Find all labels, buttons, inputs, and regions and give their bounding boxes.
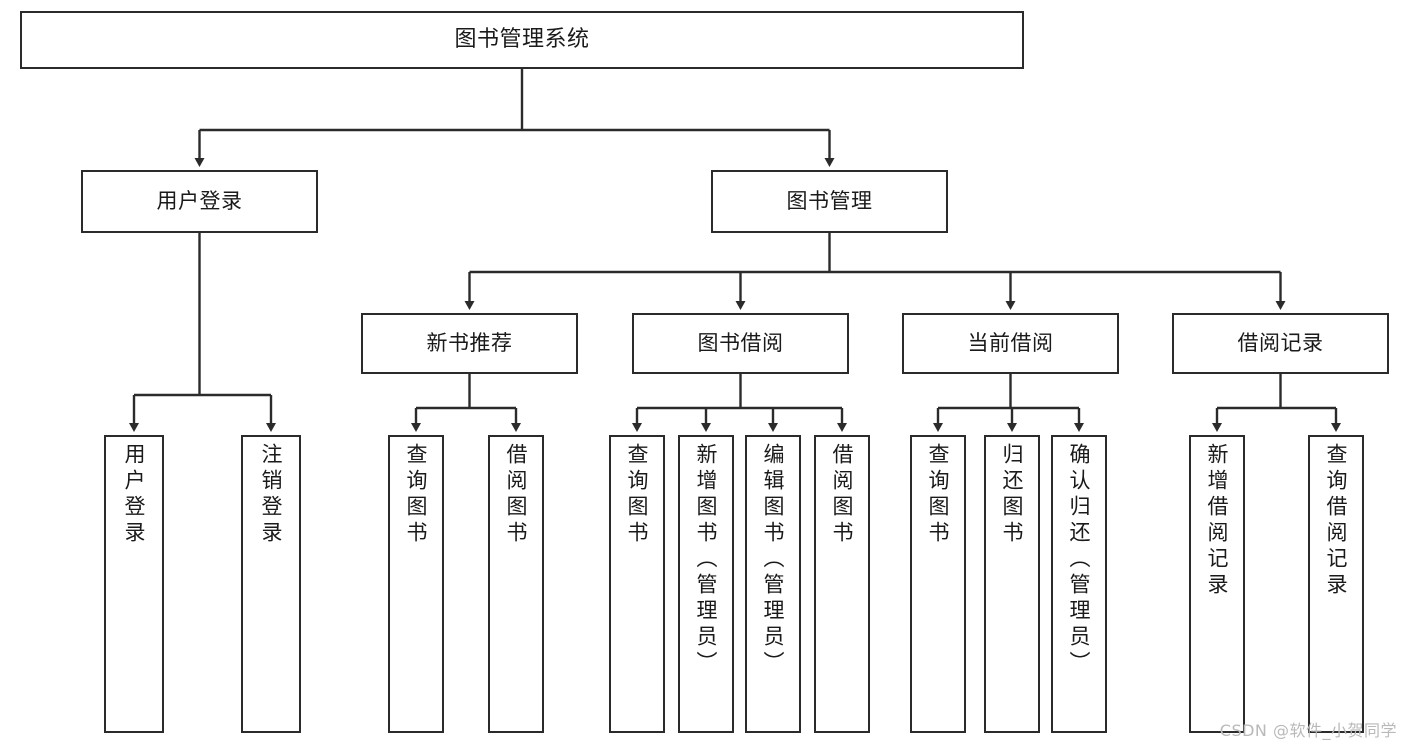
node-leaf_query_book_rec-label: 查询图书 xyxy=(404,443,429,547)
node-leaf_return_book[interactable]: 归还图书 xyxy=(984,435,1040,733)
node-leaf_add_book-label: 新增图书（管理员） xyxy=(694,443,719,677)
node-leaf_query_book_rec[interactable]: 查询图书 xyxy=(388,435,444,733)
node-new_book_rec-label: 新书推荐 xyxy=(426,330,513,355)
node-current_borrow-label: 当前借阅 xyxy=(967,330,1054,355)
node-leaf_user_login-label: 用户登录 xyxy=(122,443,147,547)
node-leaf_borrow_book_rec-label: 借阅图书 xyxy=(504,443,529,547)
node-leaf_add_record-label: 新增借阅记录 xyxy=(1205,443,1230,599)
node-user_login[interactable]: 用户登录 xyxy=(81,170,318,233)
node-leaf_confirm_return-label: 确认归还（管理员） xyxy=(1067,443,1092,677)
node-leaf_edit_book-label: 编辑图书（管理员） xyxy=(761,443,786,677)
node-current_borrow[interactable]: 当前借阅 xyxy=(902,313,1119,374)
node-leaf_user_logout[interactable]: 注销登录 xyxy=(241,435,301,733)
node-book_borrow-label: 图书借阅 xyxy=(697,330,784,355)
node-leaf_add_book[interactable]: 新增图书（管理员） xyxy=(678,435,734,733)
node-leaf_add_record[interactable]: 新增借阅记录 xyxy=(1189,435,1245,733)
node-leaf_borrow_book_b-label: 借阅图书 xyxy=(830,443,855,547)
node-leaf_user_logout-label: 注销登录 xyxy=(259,443,284,547)
node-leaf_query_book_b-label: 查询图书 xyxy=(625,443,650,547)
node-borrow_record-label: 借阅记录 xyxy=(1237,330,1324,355)
csdn-watermark: CSDN @软件_小贺同学 xyxy=(1219,721,1397,740)
node-leaf_query_book_c[interactable]: 查询图书 xyxy=(910,435,966,733)
node-leaf_user_login[interactable]: 用户登录 xyxy=(104,435,164,733)
node-root-图书管理系统-label: 图书管理系统 xyxy=(454,26,590,52)
node-leaf_borrow_book_b[interactable]: 借阅图书 xyxy=(814,435,870,733)
node-leaf_return_book-label: 归还图书 xyxy=(1000,443,1025,547)
node-leaf_confirm_return[interactable]: 确认归还（管理员） xyxy=(1051,435,1107,733)
node-leaf_query_record-label: 查询借阅记录 xyxy=(1324,443,1349,599)
node-leaf_query_record[interactable]: 查询借阅记录 xyxy=(1308,435,1364,733)
node-borrow_record[interactable]: 借阅记录 xyxy=(1172,313,1389,374)
node-leaf_query_book_b[interactable]: 查询图书 xyxy=(609,435,665,733)
node-leaf_borrow_book_rec[interactable]: 借阅图书 xyxy=(488,435,544,733)
node-leaf_edit_book[interactable]: 编辑图书（管理员） xyxy=(745,435,801,733)
node-root-图书管理系统[interactable]: 图书管理系统 xyxy=(20,11,1024,69)
node-new_book_rec[interactable]: 新书推荐 xyxy=(361,313,578,374)
node-user_login-label: 用户登录 xyxy=(156,188,243,213)
node-book_borrow[interactable]: 图书借阅 xyxy=(632,313,849,374)
node-book_manage[interactable]: 图书管理 xyxy=(711,170,948,233)
node-book_manage-label: 图书管理 xyxy=(786,188,873,213)
node-leaf_query_book_c-label: 查询图书 xyxy=(926,443,951,547)
